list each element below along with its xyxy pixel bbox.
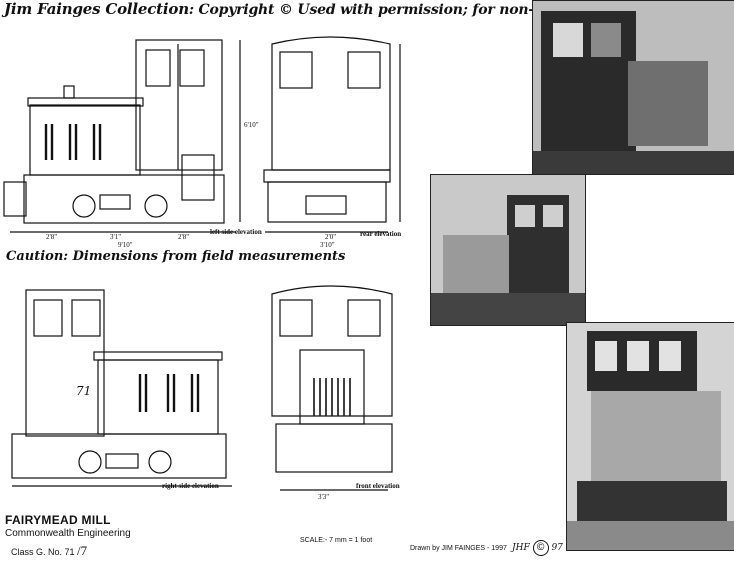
label-left-side-elevation: left side elevation (210, 228, 262, 236)
scale-note: SCALE:- 7 mm = 1 foot (300, 537, 373, 544)
photo-locomotive-side (430, 174, 586, 326)
locomotive-number: 71 (76, 384, 92, 398)
signature-mark: JHF © 97 (512, 540, 563, 556)
title-class-number: Class G. No. 71 /7 (11, 543, 87, 559)
title-fairymead-mill: FAIRYMEAD MILL (5, 513, 111, 527)
photo-locomotive-front-quarter (532, 0, 734, 175)
collection-name: Jim Fainges Collection (4, 0, 189, 18)
sheet-number: /7 (77, 543, 88, 558)
dimension-3-1: 3'1" (110, 233, 122, 241)
dimension-3-10: 3'10" (320, 241, 335, 249)
left-side-elevation-drawing (3, 39, 241, 233)
label-front-elevation: front elevation (356, 482, 400, 490)
year-mark: 97 (551, 543, 563, 553)
title-commonwealth-engineering: Commonwealth Engineering (5, 528, 131, 539)
front-elevation-drawing (271, 285, 393, 491)
label-rear-elevation: rear elevation (360, 230, 402, 238)
class-number-text: Class G. No. 71 (11, 547, 75, 557)
rear-elevation-drawing (263, 36, 401, 233)
dimension-6-10: 6'10" (244, 121, 259, 129)
dimension-3-3: 3'3" (318, 493, 330, 501)
dimension-2-8b: 2'8" (178, 233, 190, 241)
dimension-2-8: 2'8" (46, 233, 58, 241)
photo-locomotive-rear-quarter (566, 322, 734, 551)
dimension-2-0: 2'0" (325, 233, 337, 241)
drawn-by-note: Drawn by JIM FAINGES - 1997 (410, 545, 507, 552)
dimension-9-10: 9'10" (118, 241, 133, 249)
signature-initials: JHF (512, 543, 530, 553)
caution-note: Caution: Dimensions from field measureme… (6, 249, 346, 264)
copyright-circle-icon: © (532, 540, 549, 556)
label-right-side-elevation: right side elevation (162, 482, 219, 490)
right-side-elevation-drawing (11, 289, 232, 487)
